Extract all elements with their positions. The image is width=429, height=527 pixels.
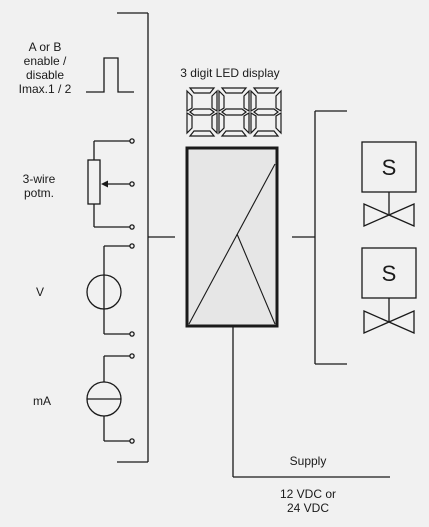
supply-line bbox=[232, 326, 390, 478]
supply-voltage-label: 12 VDC or 24 VDC bbox=[279, 487, 337, 515]
potentiometer-label: 3-wire potm. bbox=[22, 172, 56, 200]
valve-icon bbox=[363, 310, 415, 334]
voltage-source-icon bbox=[86, 243, 135, 337]
input-bus-bracket bbox=[117, 12, 175, 463]
solenoid-valve-2 bbox=[361, 247, 417, 334]
led-digit-3 bbox=[250, 87, 282, 137]
square-pulse-icon bbox=[86, 57, 134, 93]
current-input-label: mA bbox=[33, 394, 51, 408]
valve-icon bbox=[363, 203, 415, 227]
output-bus-bracket bbox=[292, 110, 347, 365]
seven-segment-display-icon bbox=[186, 87, 282, 137]
led-digit-2 bbox=[218, 87, 250, 137]
solenoid-1-letter: S bbox=[381, 155, 397, 180]
enable-input-label: A or B enable / disable Imax.1 / 2 bbox=[18, 40, 72, 96]
potentiometer-icon bbox=[87, 138, 135, 230]
current-source-icon bbox=[86, 353, 135, 444]
controller-module bbox=[185, 146, 279, 328]
solenoid-2-letter: S bbox=[381, 261, 397, 286]
voltage-input-label: V bbox=[35, 285, 44, 299]
led-digit-1 bbox=[186, 87, 218, 137]
solenoid-valve-1 bbox=[361, 141, 417, 227]
supply-label: Supply bbox=[289, 454, 327, 468]
led-display-label: 3 digit LED display bbox=[180, 66, 280, 80]
